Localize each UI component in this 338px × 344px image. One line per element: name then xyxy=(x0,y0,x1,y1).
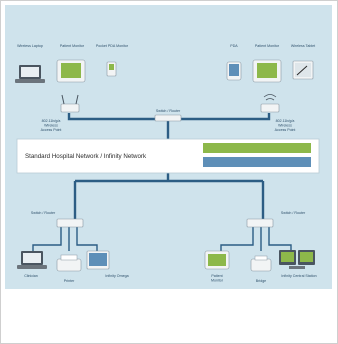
switch-router-top-device xyxy=(154,114,182,122)
access-point-right-device xyxy=(260,94,280,113)
wireless-tablet-device xyxy=(292,60,314,80)
switch-router-top-label: Switch / Router xyxy=(156,109,181,113)
clinician-label: Clinician xyxy=(24,274,38,278)
switch-router-right-device xyxy=(246,218,274,228)
wireless-tablet-label: Wireless Tablet xyxy=(291,44,315,48)
switch-router-left-label: Switch / Router xyxy=(31,211,56,215)
pda-device xyxy=(226,61,242,81)
bottom-link-bus xyxy=(73,173,265,219)
patient-monitor-top-device xyxy=(56,59,86,83)
access-point-left-device xyxy=(60,94,80,113)
printer-device xyxy=(56,254,82,272)
clinician-laptop-device xyxy=(17,251,47,269)
wireless-laptop-label: Wireless Laptop xyxy=(17,44,43,48)
patient-monitor-top-label: Patient Monitor xyxy=(60,44,85,48)
patient-monitor-right-device xyxy=(252,59,282,83)
network-sub-bar-green xyxy=(203,143,311,153)
switch-router-right-label: Switch / Router xyxy=(281,211,306,215)
right-switch-links xyxy=(220,227,292,251)
central-station-device xyxy=(279,250,315,269)
infinity-omega-device xyxy=(86,250,110,270)
infinity-omega-label: Infinity Omega xyxy=(105,274,128,278)
network-box xyxy=(16,138,320,174)
bridge-device xyxy=(250,255,272,272)
pocket-pda-device xyxy=(106,61,117,77)
network-title: Standard Hospital Network / Infinity Net… xyxy=(25,153,147,160)
network-diagram: Wireless Laptop Patient Monitor Pocket P… xyxy=(5,5,332,289)
bridge-label: Bridge xyxy=(256,279,266,283)
patient-monitor-bottom-device xyxy=(204,250,230,270)
switch-router-left-device xyxy=(56,218,84,228)
pda-label: PDA xyxy=(230,44,238,48)
wireless-laptop-device xyxy=(15,65,45,83)
network-wiring xyxy=(32,113,292,251)
patient-monitor-right-label: Patient Monitor xyxy=(255,44,280,48)
left-switch-links xyxy=(32,227,98,251)
network-diagram-svg: Wireless Laptop Patient Monitor Pocket P… xyxy=(15,44,320,283)
pocket-pda-label: Pocket PDA Monitor xyxy=(96,44,129,48)
network-sub-bar-blue xyxy=(203,157,311,167)
printer-label: Printer xyxy=(64,279,75,283)
central-station-label: Infinity Central Station xyxy=(281,274,316,278)
